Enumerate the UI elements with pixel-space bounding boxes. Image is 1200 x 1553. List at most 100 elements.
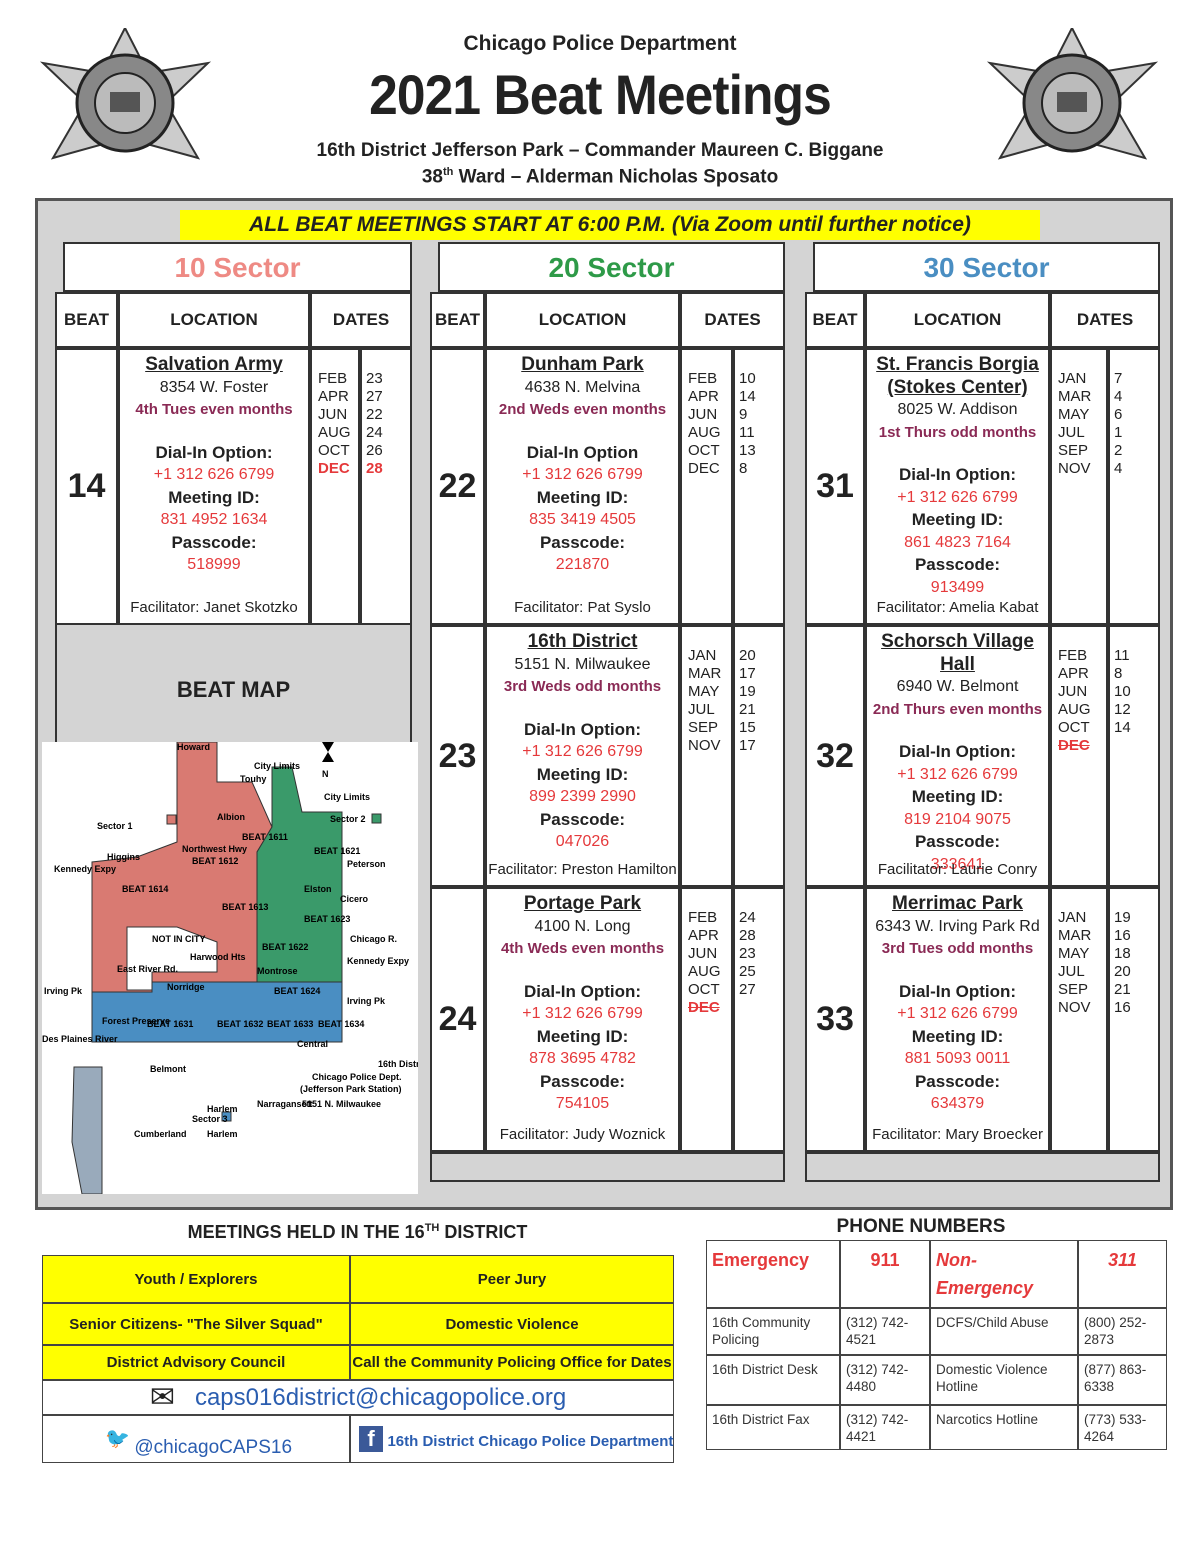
- facilitator: Facilitator: Pat Syslo: [514, 598, 651, 616]
- map-label: Kennedy Expy: [347, 956, 409, 966]
- meeting-month: AUG: [1058, 701, 1091, 718]
- map-label: City Limits: [254, 761, 300, 771]
- meeting-month: SEP: [688, 719, 719, 736]
- twitter-link[interactable]: @chicagoCAPS16: [134, 1437, 293, 1458]
- map-label: Narragansett: [257, 1099, 313, 1109]
- dial-in-label: Dial-In Option: [526, 442, 639, 462]
- map-label: City Limits: [324, 792, 370, 802]
- map-label: BEAT 1611: [242, 832, 288, 842]
- meeting-day: 22: [366, 406, 383, 423]
- phone-cell: 16th District Fax: [706, 1405, 840, 1450]
- meeting-month: JUL: [1058, 963, 1085, 980]
- meeting-day: 14: [1114, 719, 1131, 736]
- dial-in-phone: +1 312 626 6799: [897, 488, 1018, 506]
- map-label: Irving Pk: [44, 986, 83, 996]
- meeting-month: JAN: [1058, 370, 1087, 387]
- passcode-label: Passcode:: [171, 532, 257, 552]
- meeting-id-label: Meeting ID:: [536, 764, 629, 784]
- meeting-month: NOV: [1058, 460, 1091, 477]
- dial-in-label: Dial-In Option:: [523, 719, 642, 739]
- location-name: Portage Park: [523, 893, 642, 914]
- meeting-day: 16: [1114, 999, 1131, 1016]
- meeting-month: DEC: [1058, 737, 1090, 754]
- meeting-day: 17: [739, 665, 756, 682]
- location-name: Merrimac Park: [892, 893, 1023, 914]
- meeting-day: 4: [1114, 388, 1123, 405]
- empty-row: [430, 1152, 785, 1182]
- meeting-month: MAR: [1058, 927, 1092, 944]
- meeting-day: 10: [1114, 683, 1131, 700]
- meeting-month: AUG: [688, 963, 721, 980]
- dial-in-phone: +1 312 626 6799: [522, 1005, 643, 1022]
- meeting-day: [739, 999, 783, 1017]
- meeting-schedule: 3rd Tues odd months: [881, 940, 1034, 957]
- meeting-district-advisory-council: District Advisory Council: [42, 1345, 350, 1380]
- map-label: BEAT 1632: [217, 1019, 263, 1029]
- map-label: Sector 1: [97, 821, 133, 831]
- meeting-youth-explorers: Youth / Explorers: [42, 1255, 350, 1303]
- map-label: Irving Pk: [347, 996, 386, 1006]
- facilitator: Facilitator: Laurie Conry: [877, 860, 1038, 878]
- location-name: (Stokes Center): [887, 376, 1028, 398]
- meeting-day: 8: [739, 460, 748, 477]
- meeting-month: SEP: [1058, 981, 1089, 998]
- location-name: Dunham Park: [521, 354, 644, 375]
- beat-number: 32: [805, 625, 865, 887]
- meeting-schedule: 4th Tues even months: [135, 401, 293, 418]
- email-link[interactable]: caps016district@chicagopolice.org: [194, 1383, 567, 1411]
- column-header-location: LOCATION: [118, 292, 310, 348]
- meeting-month: APR: [1058, 665, 1089, 682]
- phone-cell: 16th Community Policing: [706, 1308, 840, 1355]
- location-address: 6343 W. Irving Park Rd: [875, 917, 1040, 935]
- meeting-day: 2: [1114, 442, 1123, 459]
- dial-in-phone: +1 312 626 6799: [897, 765, 1018, 783]
- map-label: Central: [297, 1039, 328, 1049]
- phone-cell: (877) 863-6338: [1078, 1355, 1167, 1405]
- map-label: Chicago Police Dept.: [312, 1072, 402, 1082]
- meeting-month: MAR: [1058, 388, 1092, 405]
- meeting-month: MAY: [688, 683, 720, 700]
- spacer: [487, 961, 678, 981]
- beat-location-cell: Merrimac Park 6343 W. Irving Park Rd 3rd T…: [865, 887, 1050, 1152]
- location-address: 5151 N. Milwaukee: [514, 655, 651, 673]
- meeting-month: OCT: [688, 442, 720, 459]
- meeting-day: 8: [1114, 665, 1123, 682]
- facilitator: Facilitator: Amelia Kabat: [876, 598, 1039, 616]
- map-label: Higgins: [107, 852, 140, 862]
- map-label: Cumberland: [134, 1129, 187, 1139]
- meeting-month: AUG: [688, 424, 721, 441]
- email-row: ✉ caps016district@chicagopolice.org: [42, 1380, 674, 1415]
- meeting-day: 21: [1114, 981, 1131, 998]
- meeting-month: DEC: [688, 460, 720, 477]
- meeting-day: 17: [739, 737, 756, 754]
- map-label: Des Plaines River: [42, 1034, 118, 1044]
- meeting-id: 861 4823 7164: [904, 533, 1011, 551]
- map-label: Albion: [217, 812, 245, 822]
- phone-cell: Domestic Violence Hotline: [930, 1355, 1078, 1405]
- location-name: 16th District: [527, 631, 638, 652]
- phone-header-cell: Emergency: [706, 1240, 840, 1308]
- meeting-month: JUN: [688, 406, 718, 423]
- meeting-month: JUL: [1058, 424, 1085, 441]
- meeting-day: 7: [1114, 370, 1123, 387]
- meeting-id-label: Meeting ID:: [911, 1026, 1004, 1046]
- column-header-dates: DATES: [1050, 292, 1160, 348]
- beat-number: 22: [430, 348, 485, 625]
- meeting-month: OCT: [318, 442, 350, 459]
- meeting-senior-citizens: Senior Citizens- "The Silver Squad": [42, 1303, 350, 1345]
- map-label: BEAT 1631: [147, 1019, 193, 1029]
- meeting-day: 1: [1114, 424, 1123, 441]
- phone-header-cell: Non-Emergency: [930, 1240, 1078, 1308]
- facebook-link[interactable]: 16th District Chicago Police Department: [387, 1433, 674, 1450]
- dial-in-label: Dial-In Option:: [898, 742, 1017, 761]
- meeting-day: 28: [739, 927, 756, 944]
- meeting-month: JUN: [688, 945, 718, 962]
